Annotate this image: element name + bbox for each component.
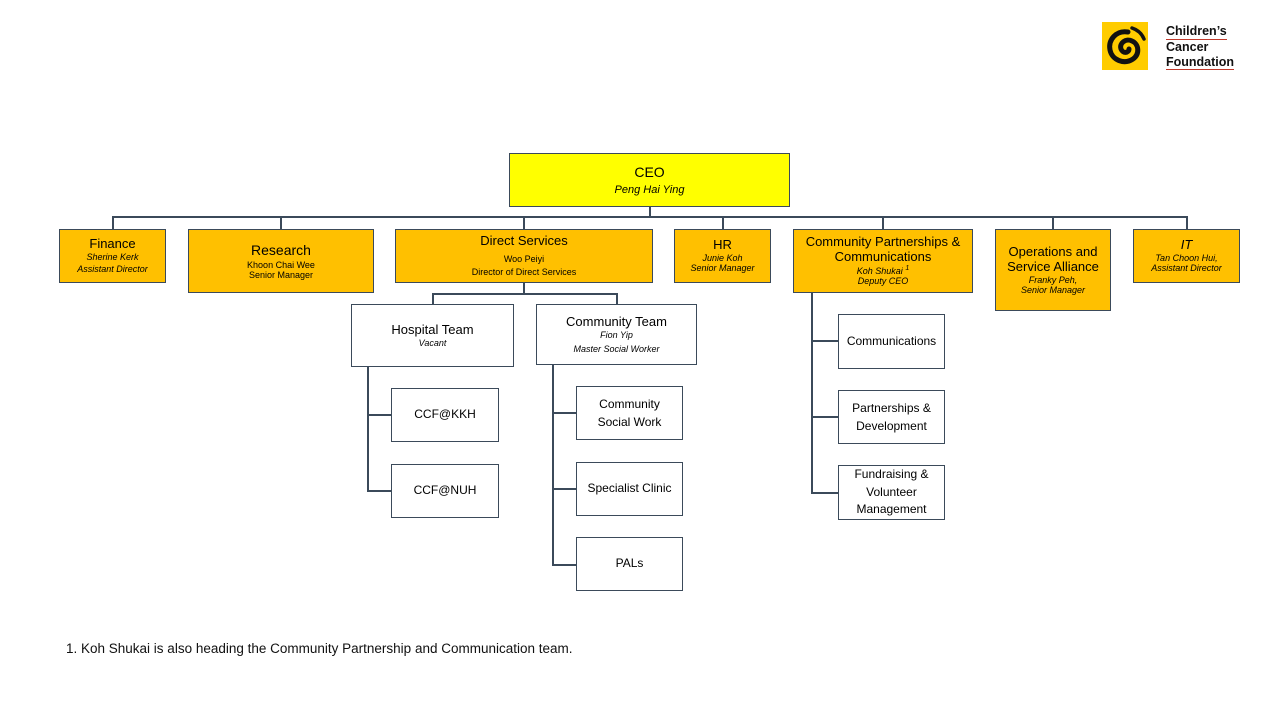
connector (367, 490, 391, 492)
hr-head-name: Junie Koh (702, 253, 743, 264)
hr-head-role: Senior Manager (690, 263, 755, 274)
unit-label-line2: Development (856, 419, 927, 433)
it-head-role: Assistant Director (1151, 263, 1222, 274)
unit-fundraising-volunteer: Fundraising & Volunteer Management (838, 465, 945, 520)
ceo-box: CEO Peng Hai Ying (509, 153, 790, 207)
unit-ccf-nuh: CCF@NUH (391, 464, 499, 518)
connector (811, 492, 839, 494)
connector (280, 216, 282, 229)
operations-title-line2: Service Alliance (1007, 258, 1099, 274)
research-head-name: Khoon Chai Wee (247, 259, 315, 270)
connector (552, 364, 554, 565)
connector (367, 414, 391, 416)
finance-head-role: Assistant Director (77, 264, 148, 275)
connector (112, 216, 1187, 218)
unit-label-line3: Management (856, 502, 927, 517)
connector (616, 293, 618, 304)
operations-head-role: Senior Manager (1020, 284, 1086, 295)
unit-specialist-clinic: Specialist Clinic (576, 462, 683, 516)
connector (432, 293, 617, 295)
ceo-title: CEO (634, 163, 665, 180)
footnote: 1. Koh Shukai is also heading the Commun… (66, 641, 573, 656)
operations-head-name: Franky Peh, (1028, 274, 1078, 285)
finance-title: Finance (89, 236, 136, 252)
connector (722, 216, 724, 229)
ccf-logo-text: Children’s Cancer Foundation (1166, 24, 1235, 71)
unit-partnerships-development: Partnerships & Development (838, 390, 945, 444)
footnote-marker: 1 (905, 265, 910, 273)
community-team-title: Community Team (566, 313, 667, 329)
connector (552, 564, 576, 566)
unit-label: Partnerships & (852, 401, 931, 415)
unit-ccf-kkh: CCF@KKH (391, 388, 499, 442)
connector (367, 366, 369, 491)
connector (112, 216, 114, 229)
community-team-head-name: Fion Yip (600, 329, 633, 340)
finance-box: Finance Sherine Kerk Assistant Director (59, 229, 166, 283)
hospital-team-box: Hospital Team Vacant (351, 304, 514, 367)
unit-pals: PALs (576, 537, 683, 591)
research-head-role: Senior Manager (248, 270, 314, 281)
connector (552, 488, 576, 490)
research-box: Research Khoon Chai Wee Senior Manager (188, 229, 374, 293)
connector (811, 340, 839, 342)
unit-label: Community (599, 397, 660, 411)
unit-communications: Communications (838, 314, 945, 369)
hospital-team-title: Hospital Team (391, 321, 474, 337)
direct-services-head-name: Woo Peiyi (503, 254, 545, 265)
ccf-logo-swirl-icon (1102, 22, 1148, 70)
unit-label: CCF@KKH (414, 407, 476, 422)
it-head-name: Tan Choon Hui, (1155, 253, 1218, 264)
connector (523, 216, 525, 229)
community-partnerships-box: Community Partnerships & Communications … (793, 229, 973, 293)
direct-services-head-role: Director of Direct Services (471, 267, 577, 278)
operations-box: Operations and Service Alliance Franky P… (995, 229, 1111, 311)
unit-label: CCF@NUH (413, 483, 477, 498)
community-team-head-role: Master Social Worker (573, 343, 660, 354)
research-title: Research (251, 241, 311, 258)
community-partnerships-title-line2: Communications (834, 249, 932, 265)
community-partnerships-title: Community Partnerships & (805, 234, 961, 250)
community-partnerships-head-name: Koh Shukai 1 (856, 265, 910, 277)
connector (432, 293, 434, 304)
connector (523, 282, 525, 293)
direct-services-title: Direct Services (480, 233, 568, 249)
connector (1186, 216, 1188, 229)
unit-label-line2: Social Work (597, 415, 662, 429)
unit-label-line2: Volunteer (866, 484, 917, 499)
it-title: IT (1180, 237, 1193, 253)
unit-community-social-work: Community Social Work (576, 386, 683, 440)
ceo-name: Peng Hai Ying (614, 183, 685, 196)
operations-title: Operations and (1008, 243, 1098, 259)
ccf-logo: Children’s Cancer Foundation (1102, 22, 1252, 74)
connector (811, 292, 813, 493)
connector (882, 216, 884, 229)
unit-label: Fundraising & (854, 467, 929, 482)
hr-box: HR Junie Koh Senior Manager (674, 229, 771, 283)
direct-services-box: Direct Services Woo Peiyi Director of Di… (395, 229, 653, 283)
connector (811, 416, 839, 418)
unit-label: Specialist Clinic (587, 481, 672, 496)
connector (1052, 216, 1054, 229)
unit-label: PALs (615, 556, 644, 571)
hospital-team-head-name: Vacant (418, 337, 447, 348)
connector (649, 206, 651, 216)
finance-head-name: Sherine Kerk (86, 252, 139, 263)
community-partnerships-head-role: Deputy CEO (857, 276, 909, 287)
hr-title: HR (713, 237, 732, 253)
connector (552, 412, 576, 414)
unit-label: Communications (846, 333, 937, 348)
it-box: IT Tan Choon Hui, Assistant Director (1133, 229, 1240, 283)
community-team-box: Community Team Fion Yip Master Social Wo… (536, 304, 697, 365)
